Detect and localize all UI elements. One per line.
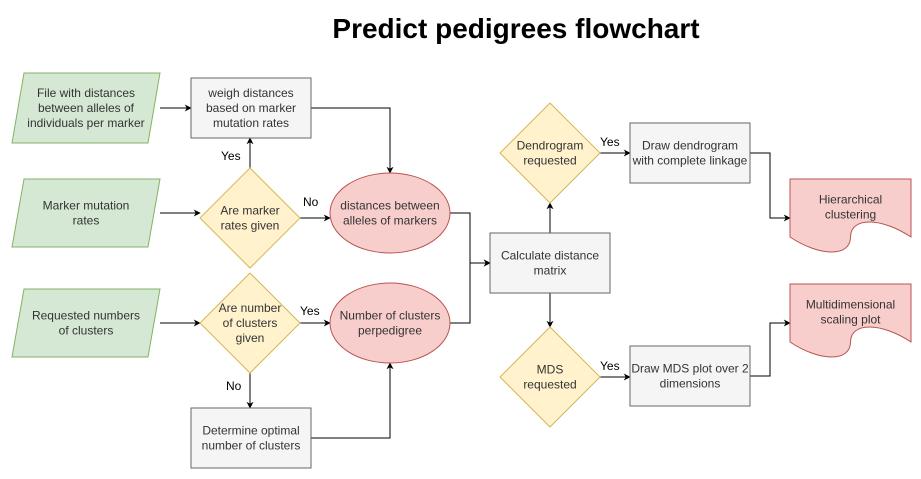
hierarchical-label-line: Hierarchical	[819, 193, 882, 207]
calc-matrix-label-line: Calculate distance	[501, 249, 599, 263]
clusters-per-pedigree-ellipse	[329, 282, 451, 364]
mds-requested-label-line: requested	[523, 378, 576, 392]
weigh-distances-label-line: mutation rates	[213, 116, 289, 130]
hierarchical-document-shape	[789, 178, 912, 253]
requested-clusters-parallelogram	[11, 288, 161, 358]
draw-dendrogram-label-line: Draw dendrogram	[642, 139, 738, 153]
file-distances-label-line: File with distances	[37, 86, 135, 100]
weigh-distances-label-line: based on marker	[206, 101, 296, 115]
determine-optimal-label-line: Determine optimal	[202, 424, 299, 438]
requested-clusters-label-line: Requested numbers	[32, 309, 140, 323]
edge-weigh-distances-to-distances-alleles	[311, 107, 394, 174]
dendrogram-requested-diamond	[499, 102, 601, 204]
edge-label-mds-requested-yes: Yes	[600, 359, 620, 373]
edge-label-rates-given-yes: Yes	[221, 149, 241, 163]
file-distances-parallelogram	[11, 72, 161, 144]
hierarchical-label-line: clustering	[825, 208, 876, 222]
clusters-given-label-line: of clusters	[223, 316, 278, 330]
weigh-distances-rect	[190, 77, 312, 139]
draw-mds-label-line: dimensions	[660, 377, 721, 391]
clusters-given-label-line: given	[236, 331, 265, 345]
mds-requested-diamond	[499, 326, 601, 428]
draw-dendrogram-rect	[629, 122, 751, 184]
dendrogram-requested-label-line: requested	[523, 154, 576, 168]
mds-requested-label-line: MDS	[537, 363, 564, 377]
draw-dendrogram-label-line: with complete linkage	[632, 154, 748, 168]
edge-label-clusters-given-yes: Yes	[300, 304, 320, 318]
distances-alleles-label-line: distances between	[340, 199, 439, 213]
edge-distances-alleles-to-calc-matrix	[450, 212, 491, 267]
edge-draw-mds-to-multidimensional	[750, 319, 791, 377]
calc-matrix-rect	[489, 232, 611, 294]
marker-rates-label-line: Marker mutation	[43, 199, 130, 213]
file-distances-label-line: individuals per marker	[27, 116, 144, 130]
clusters-given-label-line: Are number	[219, 301, 282, 315]
rates-given-label-line: rates given	[221, 219, 280, 233]
draw-mds-rect	[629, 345, 751, 407]
dendrogram-requested-label-line: Dendrogram	[517, 139, 584, 153]
multidimensional-label-line: Multidimensional	[806, 298, 895, 312]
distances-alleles-label-line: alleles of markers	[343, 214, 437, 228]
marker-rates-parallelogram	[11, 178, 161, 248]
edge-label-dendrogram-requested-yes: Yes	[600, 135, 620, 149]
clusters-given-diamond	[199, 272, 301, 374]
edge-draw-dendrogram-to-hierarchical	[750, 152, 791, 222]
draw-mds-label-line: Draw MDS plot over 2	[631, 362, 749, 376]
multidimensional-label-line: scaling plot	[820, 313, 881, 327]
calc-matrix-label-line: matrix	[534, 264, 567, 278]
distances-alleles-ellipse	[329, 172, 451, 254]
requested-clusters-label-line: of clusters	[59, 324, 114, 338]
edges-layer	[160, 104, 791, 439]
rates-given-label-line: Are marker	[220, 204, 279, 218]
rates-given-diamond	[199, 167, 301, 269]
file-distances-label-line: between alleles of	[38, 101, 135, 115]
determine-optimal-label-line: number of clusters	[202, 439, 301, 453]
edge-label-rates-given-no: No	[303, 195, 319, 209]
marker-rates-label-line: rates	[73, 214, 100, 228]
weigh-distances-label-line: weigh distances	[207, 86, 293, 100]
edge-clusters-per-pedigree-to-calc-matrix	[450, 259, 491, 324]
edge-label-clusters-given-no: No	[226, 379, 242, 393]
clusters-per-pedigree-label-line: perpedigree	[358, 324, 422, 338]
multidimensional-document-shape	[789, 283, 912, 358]
edge-determine-optimal-to-clusters-per-pedigree	[311, 362, 394, 439]
flowchart-title: Predict pedigrees flowchart	[332, 13, 699, 44]
clusters-per-pedigree-label-line: Number of clusters	[340, 309, 441, 323]
determine-optimal-rect	[190, 407, 312, 469]
